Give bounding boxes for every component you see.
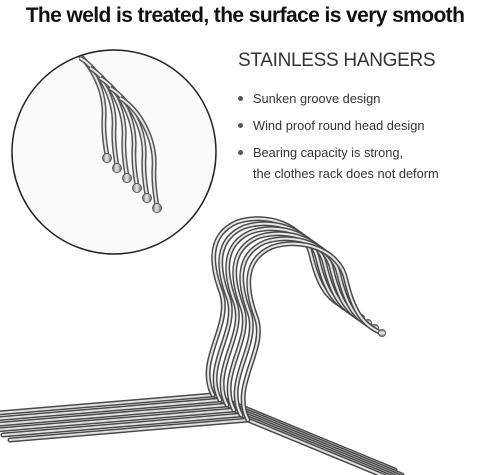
feature-text: Wind proof round head design (253, 118, 425, 133)
feature-text: Sunken groove design (253, 91, 381, 106)
stacked-hangers-image (0, 216, 405, 475)
hanger-hook-closeup-image (11, 49, 217, 255)
bullet-icon (238, 96, 243, 101)
product-title: STAINLESS HANGERS (238, 50, 436, 71)
feature-list: Sunken groove design Wind proof round he… (236, 88, 486, 190)
bullet-icon (238, 150, 243, 155)
feature-item: Sunken groove design (236, 88, 486, 109)
feature-text: Bearing capacity is strong, (253, 145, 404, 160)
feature-text: the clothes rack does not deform (253, 166, 439, 181)
bullet-icon (238, 123, 243, 128)
headline: The weld is treated, the surface is very… (25, 4, 465, 27)
feature-item: Bearing capacity is strong, the clothes … (236, 142, 486, 184)
feature-item: Wind proof round head design (236, 115, 486, 136)
